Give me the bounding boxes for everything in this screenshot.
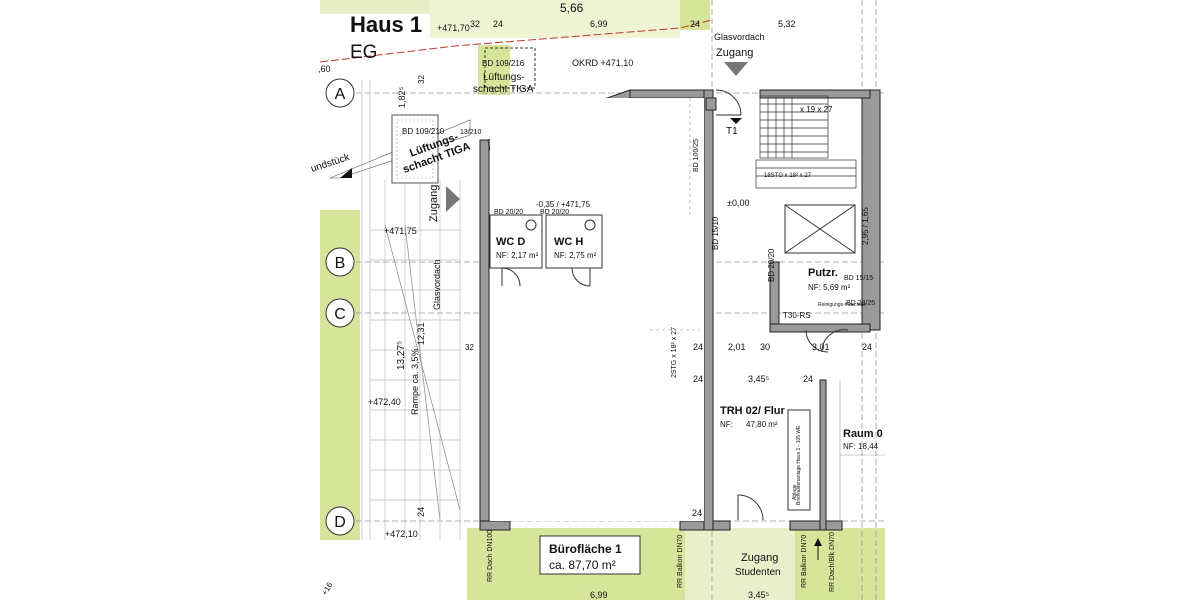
entrance-marker-top bbox=[724, 62, 748, 76]
axis-markers bbox=[325, 78, 355, 536]
svg-text:24: 24 bbox=[803, 374, 813, 384]
shaft-1 bbox=[484, 47, 536, 89]
svg-text:24: 24 bbox=[693, 342, 703, 352]
mailbox bbox=[787, 409, 811, 511]
room-raum-name: Raum 0 bbox=[843, 428, 883, 440]
svg-text:6,99: 6,99 bbox=[590, 590, 608, 600]
svg-text:30: 30 bbox=[760, 342, 770, 352]
svg-text:Bürofläche 1: Bürofläche 1 bbox=[549, 542, 622, 556]
room-wcd-name: WC D bbox=[496, 236, 525, 248]
svg-text:3,45⁵: 3,45⁵ bbox=[748, 590, 770, 600]
svg-text:NF: 2,17 m²: NF: 2,17 m² bbox=[496, 251, 539, 260]
svg-text:schacht TIGA: schacht TIGA bbox=[473, 84, 534, 95]
svg-text:Zugang: Zugang bbox=[741, 552, 778, 564]
svg-text:Zugang: Zugang bbox=[428, 185, 440, 222]
svg-text:24: 24 bbox=[416, 507, 426, 517]
svg-text:Glasvordach: Glasvordach bbox=[432, 259, 442, 310]
svg-text:24: 24 bbox=[693, 374, 703, 384]
svg-text:x 19 x 27: x 19 x 27 bbox=[800, 105, 833, 114]
svg-text:T1: T1 bbox=[726, 126, 738, 137]
svg-text:5,66: 5,66 bbox=[560, 1, 584, 15]
floor-label: EG bbox=[350, 42, 377, 63]
svg-text:NF:: NF: bbox=[720, 420, 733, 429]
room-putz-name: Putzr. bbox=[808, 267, 838, 279]
svg-text:3,01: 3,01 bbox=[812, 342, 830, 352]
svg-text:24: 24 bbox=[690, 19, 700, 29]
svg-text:+472,40: +472,40 bbox=[368, 397, 401, 407]
shaft-2 bbox=[391, 114, 439, 184]
svg-text:-0,35 / +471,75: -0,35 / +471,75 bbox=[536, 200, 591, 209]
axis-label-a: A bbox=[335, 86, 346, 103]
svg-text:RR Balkon DN70: RR Balkon DN70 bbox=[801, 535, 808, 588]
svg-text:RR Balkon DN70: RR Balkon DN70 bbox=[677, 535, 684, 588]
svg-text:RR Dach DN100: RR Dach DN100 bbox=[487, 530, 494, 582]
svg-text:NF: 18,44: NF: 18,44 bbox=[843, 442, 879, 451]
left-paving bbox=[361, 80, 461, 540]
office-label: Bürofläche 1 ca. 87,70 m² bbox=[539, 535, 641, 575]
svg-text:6,99: 6,99 bbox=[590, 19, 608, 29]
svg-text:18STG x 18² x 27: 18STG x 18² x 27 bbox=[764, 173, 812, 179]
svg-text:,60: ,60 bbox=[318, 64, 331, 74]
svg-text:24: 24 bbox=[493, 19, 503, 29]
property-line bbox=[319, 19, 713, 63]
svg-text:RR Dach/Blk DN70: RR Dach/Blk DN70 bbox=[829, 532, 836, 592]
axis-label-c: C bbox=[334, 306, 346, 323]
svg-text:32: 32 bbox=[465, 343, 474, 352]
svg-text:Studenten: Studenten bbox=[735, 567, 781, 578]
svg-text:BD 20/20: BD 20/20 bbox=[540, 209, 569, 216]
svg-text:BD 15/15: BD 15/15 bbox=[844, 275, 873, 282]
svg-text:OKRD +471,10: OKRD +471,10 bbox=[572, 58, 633, 68]
svg-text:BD 20/20: BD 20/20 bbox=[767, 248, 776, 282]
page-title: Haus 1 bbox=[350, 12, 422, 37]
svg-text:2,01: 2,01 bbox=[728, 342, 746, 352]
svg-text:Rampe ca. 3,5%: Rampe ca. 3,5% bbox=[410, 348, 420, 415]
svg-text:Briefkastenanlage Haus 1 - 105: Briefkastenanlage Haus 1 - 105 WE bbox=[796, 425, 802, 505]
svg-text:5,32: 5,32 bbox=[778, 19, 796, 29]
axis-label-d: D bbox=[334, 514, 346, 531]
svg-text:+472,10: +472,10 bbox=[385, 529, 418, 539]
svg-text:Lüftungs-: Lüftungs- bbox=[483, 72, 525, 83]
elevator bbox=[784, 204, 856, 254]
svg-text:BD 28/25: BD 28/25 bbox=[846, 300, 875, 307]
svg-text:ca. 87,70 m²: ca. 87,70 m² bbox=[549, 558, 616, 572]
svg-text:2,95 / 1,65: 2,95 / 1,65 bbox=[861, 207, 870, 245]
svg-text:NF: 2,75 m²: NF: 2,75 m² bbox=[554, 251, 597, 260]
svg-text:Ablage: Ablage bbox=[792, 484, 798, 500]
stairs bbox=[755, 95, 857, 189]
svg-text:±0,00: ±0,00 bbox=[727, 198, 749, 208]
svg-text:2STG x 18² x 27: 2STG x 18² x 27 bbox=[671, 327, 678, 378]
svg-text:13/210: 13/210 bbox=[460, 129, 482, 136]
svg-text:13,27⁵: 13,27⁵ bbox=[396, 341, 407, 370]
svg-text:32: 32 bbox=[470, 19, 480, 29]
svg-text:BD 109/216: BD 109/216 bbox=[482, 59, 525, 68]
svg-text:BD 100/25: BD 100/25 bbox=[693, 139, 700, 172]
svg-text:Zugang: Zugang bbox=[716, 47, 753, 59]
svg-text:12,31: 12,31 bbox=[416, 322, 426, 345]
svg-text:+471,70: +471,70 bbox=[437, 23, 470, 33]
svg-text:BD 15/10: BD 15/10 bbox=[711, 216, 720, 250]
room-flur-name: TRH 02/ Flur bbox=[720, 405, 786, 417]
svg-text:24: 24 bbox=[862, 342, 872, 352]
entrance-marker-left bbox=[446, 186, 460, 212]
svg-text:1,82⁵: 1,82⁵ bbox=[397, 86, 407, 108]
wc-rooms bbox=[489, 214, 603, 287]
svg-text:32: 32 bbox=[417, 75, 426, 84]
room-wch-name: WC H bbox=[554, 236, 583, 248]
svg-text:Reinigungs-maschine: Reinigungs-maschine bbox=[818, 302, 866, 308]
svg-text:+471,75: +471,75 bbox=[384, 226, 417, 236]
svg-text:47,80 m²: 47,80 m² bbox=[746, 420, 778, 429]
svg-text:3,45⁵: 3,45⁵ bbox=[748, 374, 770, 384]
svg-text:NF: 5,69 m²: NF: 5,69 m² bbox=[808, 283, 851, 292]
top-dimensions: 5,66 +471,70 32 24 6,99 24 5,32 ,60 bbox=[318, 1, 796, 74]
axis-label-b: B bbox=[335, 255, 346, 272]
svg-text:Glasvordach: Glasvordach bbox=[714, 32, 765, 42]
svg-text:BD 20/20: BD 20/20 bbox=[494, 209, 523, 216]
svg-text:BD 109/210: BD 109/210 bbox=[402, 127, 445, 136]
svg-text:T30-RS: T30-RS bbox=[783, 311, 811, 320]
svg-text:24: 24 bbox=[692, 508, 702, 518]
